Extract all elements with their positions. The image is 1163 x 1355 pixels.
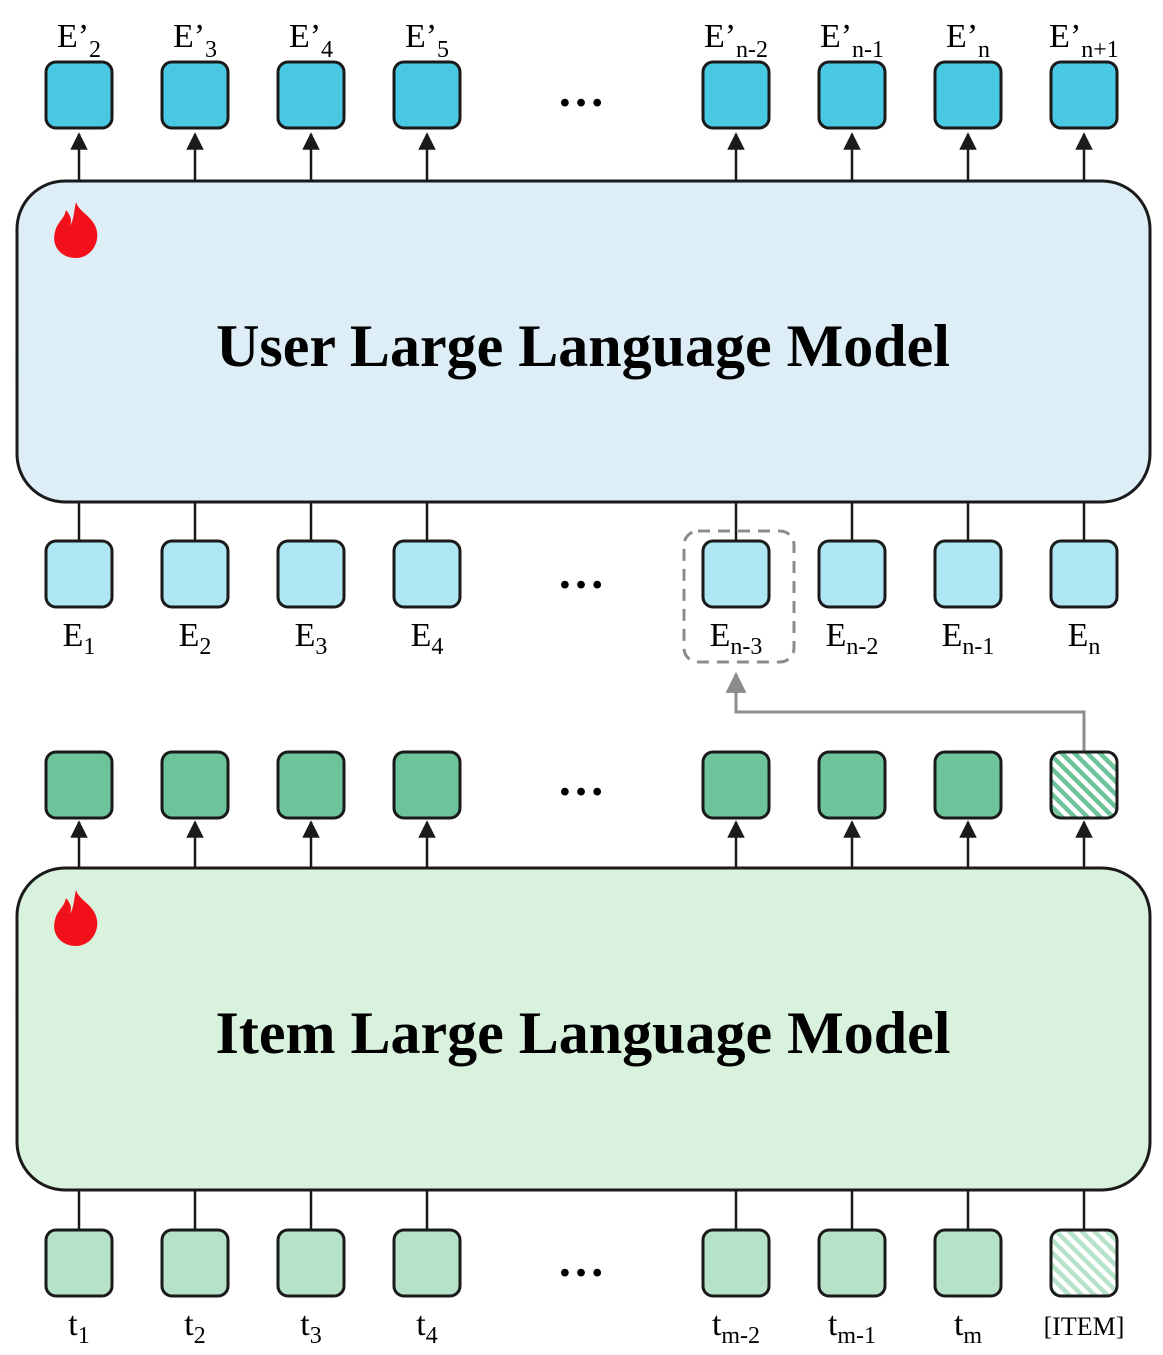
user_inputs-label: E1 <box>63 617 96 660</box>
ellipsis-user-outputs: … <box>557 64 605 117</box>
user_outputs-label: E’n <box>946 18 990 63</box>
item_inputs-label: [ITEM] <box>1044 1312 1125 1341</box>
item_inputs-label: tm-2 <box>712 1306 760 1349</box>
item-llm-box <box>15 866 1152 1192</box>
item-input-token <box>160 1228 230 1298</box>
user-llm-box <box>15 179 1152 504</box>
user-input-token <box>392 539 462 609</box>
item-output-token <box>392 750 462 820</box>
item-special-token <box>1049 1228 1119 1298</box>
user-input-token <box>933 539 1003 609</box>
item_inputs-label: t4 <box>416 1306 437 1349</box>
item-input-token <box>392 1228 462 1298</box>
fire-icon <box>54 202 98 258</box>
item-llm-block: Item Large Language Model <box>15 866 1152 1192</box>
user_outputs-label: E’3 <box>173 18 217 63</box>
user-input-token <box>1049 539 1119 609</box>
user-input-token <box>160 539 230 609</box>
user-llm-block: User Large Language Model <box>15 179 1152 504</box>
user-input-token <box>44 539 114 609</box>
item-output-token <box>160 750 230 820</box>
user_inputs-label: E2 <box>179 617 212 660</box>
item-output-token <box>44 750 114 820</box>
item_inputs-label: tm-1 <box>828 1306 876 1349</box>
user-output-token <box>1049 60 1119 130</box>
user_inputs-label: En-2 <box>826 617 879 660</box>
user_outputs-label: E’5 <box>405 18 449 63</box>
user_inputs-label: En-3 <box>710 617 763 660</box>
user-output-token <box>817 60 887 130</box>
item-output-token <box>933 750 1003 820</box>
fire-icon <box>54 890 98 946</box>
item-embedding-output-token <box>1049 750 1119 820</box>
user_outputs-label: E’n-2 <box>704 18 768 63</box>
item-input-token <box>701 1228 771 1298</box>
token-layer: E’2E1 t1 E’3E2 t2 E’4E3 t3 E’5E4 t4 E’n-2En-3 tm-… <box>44 18 1125 1349</box>
item-output-token <box>276 750 346 820</box>
item-input-token <box>276 1228 346 1298</box>
item_inputs-label: t3 <box>300 1306 321 1349</box>
user_outputs-label: E’4 <box>289 18 333 63</box>
item-input-token <box>817 1228 887 1298</box>
user_outputs-label: E’n+1 <box>1049 18 1119 63</box>
user-output-token <box>276 60 346 130</box>
user_outputs-label: E’n-1 <box>820 18 884 63</box>
user-output-token <box>44 60 114 130</box>
item_inputs-label: t2 <box>184 1306 205 1349</box>
item-llm-title: Item Large Language Model <box>216 1000 951 1066</box>
item-output-token <box>701 750 771 820</box>
highlight-dashed-box <box>682 529 796 664</box>
item-output-token <box>817 750 887 820</box>
user-output-token <box>392 60 462 130</box>
user-input-token <box>817 539 887 609</box>
user-output-token <box>933 60 1003 130</box>
user-input-token <box>701 539 771 609</box>
item_inputs-label: t1 <box>68 1306 89 1349</box>
user-output-token <box>701 60 771 130</box>
user_inputs-label: E4 <box>411 617 444 660</box>
user_inputs-label: En <box>1068 617 1101 660</box>
item-input-token <box>44 1228 114 1298</box>
ellipsis-user-inputs: … <box>557 546 605 599</box>
user-output-token <box>160 60 230 130</box>
ellipsis-item-inputs: … <box>557 1234 605 1287</box>
user-llm-title: User Large Language Model <box>216 313 950 379</box>
user_outputs-label: E’2 <box>57 18 101 63</box>
item_inputs-label: tm <box>954 1306 982 1349</box>
user-input-token <box>276 539 346 609</box>
item-input-token <box>933 1228 1003 1298</box>
ellipsis-item-outputs: … <box>557 753 605 806</box>
item-embedding-connector <box>725 671 1086 752</box>
user_inputs-label: E3 <box>295 617 328 660</box>
user_inputs-label: En-1 <box>942 617 995 660</box>
